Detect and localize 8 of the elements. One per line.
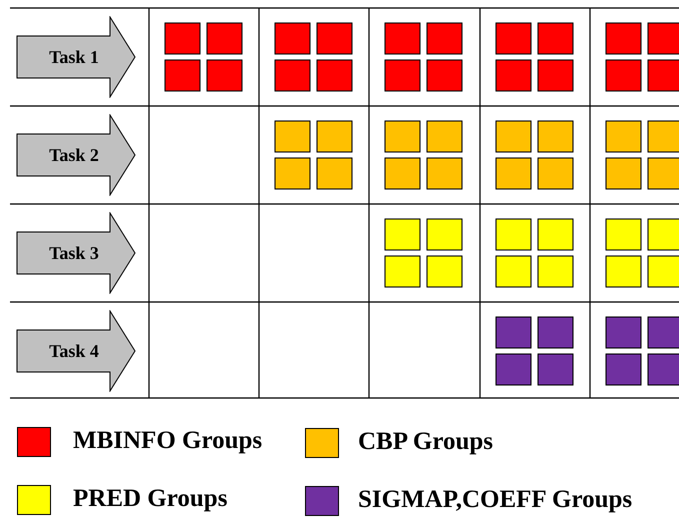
legend-label: MBINFO Groups — [73, 426, 262, 456]
legend-label: PRED Groups — [73, 484, 228, 514]
task-box: Task 3 — [16, 212, 136, 294]
task-box: Task 4 — [16, 310, 136, 392]
task-box: Task 2 — [16, 114, 136, 196]
task-box: Task 1 — [16, 16, 136, 98]
legend-label: SIGMAP,COEFF Groups — [358, 485, 632, 515]
legend-label: CBP Groups — [358, 427, 493, 457]
